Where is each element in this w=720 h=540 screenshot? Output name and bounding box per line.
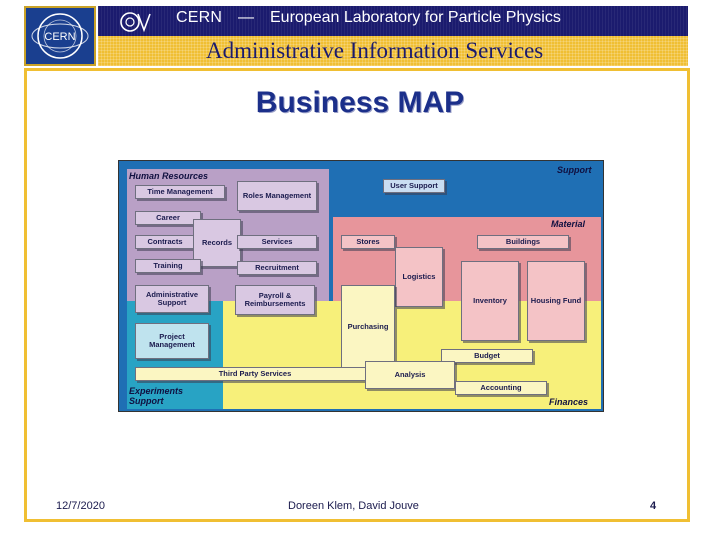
slide-frame [24,68,690,522]
box-buildings: Buildings [477,235,569,249]
header-dash: — [238,9,254,26]
cern-logo-icon: CERN [31,13,89,59]
footer-authors: Doreen Klem, David Jouve [288,500,419,512]
header-bar [98,6,688,36]
box-stores: Stores [341,235,395,249]
cern-logo: CERN [24,6,96,66]
box-services: Services [237,235,317,249]
subheader-bar [98,36,688,66]
box-housing-fund: Housing Fund [527,261,585,341]
zone-label-support: Support [557,165,592,175]
box-project-management: Project Management [135,323,209,359]
box-payroll-reimbursements: Payroll & Reimbursements [235,285,315,315]
page-number: 4 [650,500,657,512]
box-career: Career [135,211,201,225]
box-analysis: Analysis [365,361,455,389]
zone-label-human-resources: Human Resources [129,171,209,181]
zone-label-finances: Finances [549,397,589,407]
box-budget: Budget [441,349,533,363]
box-purchasing: Purchasing [341,285,395,369]
cern-symbol-icon [120,12,151,33]
box-records: Records [193,219,241,267]
box-time-management: Time Management [135,185,225,199]
box-recruitment: Recruitment [237,261,317,275]
box-accounting: Accounting [455,381,547,395]
box-logistics: Logistics [395,247,443,307]
slide-title: Business MAP [255,86,465,119]
zone-label-experiments-support: Experiments Support [129,386,184,406]
box-third-party-services: Third Party Services [135,367,375,381]
box-administrative-support: Administrative Support [135,285,209,313]
svg-text:CERN: CERN [44,31,75,43]
org-name: CERN [176,9,223,26]
box-training: Training [135,259,201,273]
zone-label-material: Material [551,219,586,229]
business-map: Human Resources Support Material Experim… [118,160,604,412]
header-subtitle: Administrative Information Services [206,38,544,63]
org-full-name: European Laboratory for Particle Physics [270,9,561,26]
box-user-support: User Support [383,179,445,193]
box-contracts: Contracts [135,235,195,249]
box-inventory: Inventory [461,261,519,341]
box-roles-management: Roles Management [237,181,317,211]
footer-date: 12/7/2020 [56,500,105,512]
